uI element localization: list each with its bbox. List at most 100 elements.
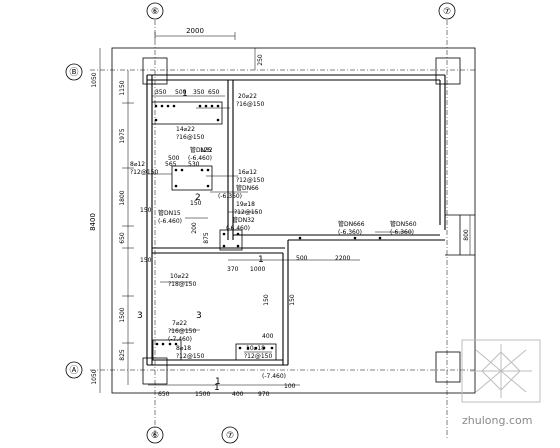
dim-low-400: 400 xyxy=(262,333,274,340)
note-pipe-dn32c-elev: (-6.460) xyxy=(226,225,250,232)
section-1b-top: 1 xyxy=(258,255,264,265)
section-3-left: 3 xyxy=(137,311,143,321)
dim-mid-200: 200 xyxy=(191,222,198,234)
axis-bubble-left-b xyxy=(65,63,83,81)
section-2-mark: 2 xyxy=(195,193,201,203)
rebar-dots xyxy=(154,104,382,350)
note-rebar-20: 20⌀22 xyxy=(238,93,257,100)
axis-bubble-top-7 xyxy=(438,2,456,20)
dim-bottom-650: 650 xyxy=(158,391,170,398)
note-rebar-14-stir: ?16@150 xyxy=(176,134,204,141)
note-rebar-7-stir: ?16@150 xyxy=(168,328,196,335)
dim-low-150b: 150 xyxy=(289,294,296,306)
dim-top-350: 350 xyxy=(155,89,167,96)
column-b7 xyxy=(435,57,461,85)
note-rebar-7: 7⌀22 xyxy=(172,320,187,327)
column-a6 xyxy=(142,357,168,385)
dim-top-350b: 350 xyxy=(193,89,205,96)
dim-mid-150c: 150 xyxy=(140,257,152,264)
dim-left-825: 825 xyxy=(119,349,126,361)
dim-mid-2200: 2200 xyxy=(335,255,350,262)
column-a7 xyxy=(435,351,461,383)
axis-bubble-bottom-7 xyxy=(221,426,239,444)
note-pipe-560-elev: (-6.360) xyxy=(390,229,414,236)
dim-left-8400: 8400 xyxy=(89,213,97,231)
note-rebar-8b: 8⌀18 xyxy=(176,345,191,352)
note-pipe-666: 管DN666 xyxy=(338,220,365,228)
dim-mid-875: 875 xyxy=(203,232,210,244)
axis-bubble-bottom-6 xyxy=(146,426,164,444)
section-1b-bottom: 1 xyxy=(215,377,221,387)
note-pipe-low: (-7.460) xyxy=(168,336,192,343)
dim-left-1800: 1800 xyxy=(119,190,126,205)
dim-left-1050: 1050 xyxy=(91,369,98,384)
dim-mid-500b: 500 xyxy=(296,255,308,262)
watermark-text: zhulong.com xyxy=(462,414,532,427)
note-rebar-10b-stir: ?12@150 xyxy=(244,353,272,360)
note-rebar-8: 8⌀12 xyxy=(130,161,145,168)
note-pipe-560: 管DN560 xyxy=(390,220,417,228)
dim-mid-565: 565 xyxy=(165,161,177,168)
section-1-top: 1 xyxy=(182,89,188,99)
dim-top-250: 250 xyxy=(257,54,264,66)
dim-mid-370: 370 xyxy=(227,266,239,273)
note-rebar-16-stir: ?12@150 xyxy=(236,177,264,184)
dim-top-650: 650 xyxy=(208,89,220,96)
note-rebar-20-stir: ?16@150 xyxy=(236,101,264,108)
dim-right-800: 800 xyxy=(463,229,470,241)
dim-top-1050: 1050 xyxy=(91,72,98,87)
note-rebar-8b-stir: ?12@150 xyxy=(176,353,204,360)
column-b6 xyxy=(142,57,168,85)
outer-boundary xyxy=(111,47,476,394)
dim-left-650: 650 xyxy=(119,232,126,244)
dim-mid-1000: 1000 xyxy=(250,266,265,273)
dim-mid-150b: 150 xyxy=(190,200,202,207)
axis-bubble-left-a xyxy=(65,361,83,379)
note-rebar-10b: 10⌀18 xyxy=(246,345,265,352)
watermark-logo xyxy=(461,339,541,403)
section-1-bottom: 1 xyxy=(214,383,220,393)
dim-bottom-970: 970 xyxy=(258,391,270,398)
axis-bubble-top-6 xyxy=(146,2,164,20)
dim-bottom-1500: 1500 xyxy=(195,391,210,398)
section-3-right: 3 xyxy=(196,311,202,321)
note-rebar-8-stir: ?12@150 xyxy=(130,169,158,176)
note-pipe-bottom: (-7.460) xyxy=(262,373,286,380)
axis-label-left-b: Ⓑ xyxy=(69,67,78,78)
note-pipe-dn15-elev: (-6.460) xyxy=(158,218,182,225)
note-rebar-10-stir: ?18@150 xyxy=(168,281,196,288)
dim-low-150a: 150 xyxy=(263,294,270,306)
note-rebar-19: 19⌀18 xyxy=(236,201,255,208)
note-pipe-666-elev: (-6.360) xyxy=(338,229,362,236)
axis-label-bottom-7: ⑦ xyxy=(226,431,234,441)
note-pipe-dn32-elev: (-6.460) xyxy=(188,155,212,162)
axis-label-top-7: ⑦ xyxy=(443,7,451,17)
note-rebar-19-stir: ?12@150 xyxy=(234,209,262,216)
dim-left-1150: 1150 xyxy=(119,80,126,95)
note-rebar-10: 10⌀22 xyxy=(170,273,189,280)
pit-walls xyxy=(146,74,475,366)
axis-label-left-a: Ⓐ xyxy=(69,365,78,376)
axis-label-top-6: ⑥ xyxy=(151,7,159,17)
note-rebar-16: 16⌀12 xyxy=(238,169,257,176)
dim-bottom-100: 100 xyxy=(284,383,296,390)
note-rebar-14: 14⌀22 xyxy=(176,126,195,133)
note-pipe-dn32c: 管DN32 xyxy=(232,216,255,224)
dim-top-2000: 2000 xyxy=(186,27,204,35)
dim-mid-500: 500 xyxy=(168,155,180,162)
dim-mid-530: 530 xyxy=(188,161,200,168)
note-pipe-dn32: 管DN32 xyxy=(190,146,213,154)
dim-mid-150a: 150 xyxy=(140,207,152,214)
note-pipe-dn66-elev: (-6.360) xyxy=(218,193,242,200)
axis-label-bottom-6: ⑥ xyxy=(151,431,159,441)
dim-left-1500: 1500 xyxy=(119,307,126,322)
note-pipe-dn15: 管DN15 xyxy=(158,209,181,217)
leader-lines xyxy=(148,107,412,353)
dim-mid-125: 125 xyxy=(200,147,212,154)
dim-left-1975: 1975 xyxy=(119,128,126,143)
dimension-lines xyxy=(99,32,471,393)
dim-bottom-400: 400 xyxy=(232,391,244,398)
dim-top-500: 500 xyxy=(175,89,187,96)
